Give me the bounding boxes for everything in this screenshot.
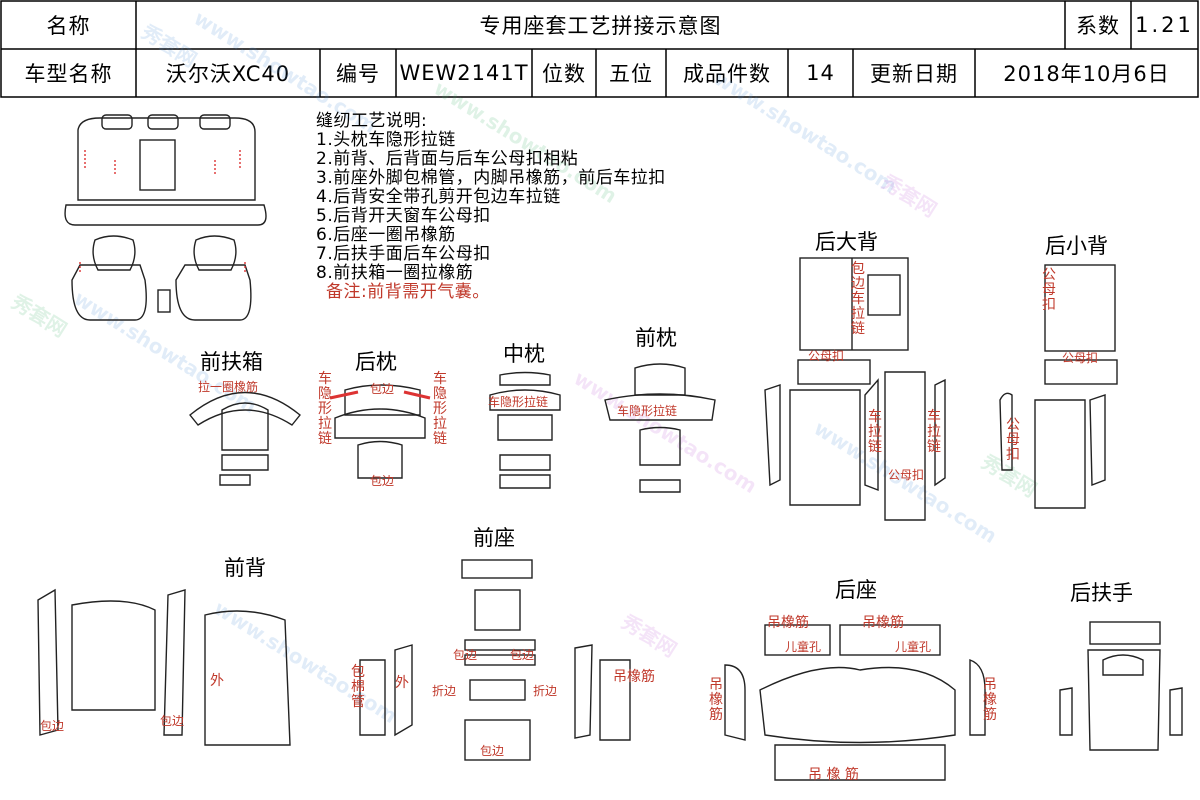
process-notes: 缝纫工艺说明: 1.头枕车隐形拉链 2.前背、后背面与后车公母扣相粘 3.前座外… (316, 112, 666, 302)
note-item: 6.后座一圈吊橡筋 (316, 225, 456, 245)
section-rear-small-back: 后小背 (1045, 234, 1108, 258)
rear-small-back-parts (999, 264, 1118, 509)
label-pull-elastic: 拉一圈橡筋 (198, 380, 259, 394)
label-car-invisible-zipper: 车隐形拉链 (318, 371, 332, 447)
label-male-female: 公母扣 (1062, 351, 1099, 365)
front-headrest-parts (604, 363, 716, 493)
label-child-hole: 儿童孔 (785, 640, 822, 654)
label-hem: 包边 (453, 648, 478, 662)
label-car-zipper: 车拉链 (868, 409, 882, 455)
rear-seat-parts (724, 624, 986, 781)
note-item: 5.后背开天窗车公母扣 (316, 206, 491, 226)
section-front-armbox: 前扶箱 (200, 350, 263, 374)
note-item: 3.前座外脚包棉管，内脚吊橡筋，前后车拉扣 (316, 168, 666, 188)
section-front-back: 前背 (224, 556, 266, 580)
label-hem: 包边 (480, 744, 505, 758)
sheet-title: 专用座套工艺拼接示意图 (479, 14, 722, 38)
label-hang-elastic-vertical: 吊橡筋 (983, 677, 997, 723)
note-item: 4.后背安全带孔剪开包边车拉链 (316, 187, 561, 207)
pieces-label: 成品件数 (683, 62, 771, 86)
label-male-female-vertical: 公母扣 (1042, 267, 1056, 313)
seats-value: 五位 (609, 62, 653, 86)
label-child-hole: 儿童孔 (895, 640, 932, 654)
section-front-headrest: 前枕 (635, 326, 677, 350)
notes-title: 缝纫工艺说明: (316, 111, 428, 131)
seat-overview (64, 114, 267, 321)
label-hang-elastic: 吊橡筋 (767, 615, 809, 631)
update-value: 2018年10月6日 (1003, 62, 1170, 86)
name-label: 名称 (46, 14, 91, 38)
model-value: 沃尔沃XC40 (165, 62, 291, 86)
label-hang-elastic: 吊橡筋 (613, 669, 655, 685)
section-mid-headrest: 中枕 (503, 342, 545, 366)
label-car-invisible-zipper: 车隐形拉链 (617, 404, 678, 418)
label-car-invisible-zipper: 车隐形拉链 (488, 395, 549, 409)
model-label: 车型名称 (24, 62, 113, 86)
notes-remark: 备注:前背需开气囊。 (326, 282, 490, 302)
label-fold-edge: 折边 (432, 684, 457, 698)
label-hem: 包边 (370, 382, 395, 396)
section-rear-seat: 后座 (835, 578, 877, 602)
label-foam-tube: 包棉管 (351, 664, 365, 710)
label-car-zipper: 车拉链 (927, 409, 941, 455)
coef-value: 1.21 (1135, 13, 1194, 37)
label-car-invisible-zipper: 车隐形拉链 (433, 371, 447, 447)
note-item: 1.头枕车隐形拉链 (316, 130, 456, 150)
note-item: 8.前扶箱一圈拉橡筋 (316, 263, 474, 283)
label-hang-elastic: 吊橡筋 (862, 615, 904, 631)
label-hem-car-zipper: 包边 (851, 261, 865, 292)
section-rear-headrest: 后枕 (355, 350, 397, 374)
label-hem: 包边 (160, 714, 185, 728)
note-item: 7.后扶手面后车公母扣 (316, 244, 491, 264)
front-back-parts (37, 588, 291, 746)
seats-label: 位数 (542, 62, 586, 86)
label-fold-edge: 折边 (533, 684, 558, 698)
note-item: 2.前背、后背面与后车公母扣相粘 (316, 149, 579, 169)
label-male-female: 公母扣 (808, 349, 845, 363)
label-car-zipper: 车拉链 (851, 291, 865, 337)
label-hem: 包边 (370, 474, 395, 488)
label-male-female-vertical: 公母扣 (1006, 417, 1020, 463)
rear-headrest-parts (329, 384, 431, 479)
label-male-female: 公母扣 (888, 468, 925, 482)
code-label: 编号 (336, 62, 380, 86)
mid-headrest-parts (489, 371, 561, 489)
label-seat-ring-elastic: 吊 橡 筋 (808, 767, 859, 783)
front-seat-parts (359, 559, 631, 761)
section-rear-big-back: 后大背 (815, 230, 878, 254)
update-label: 更新日期 (870, 62, 958, 86)
label-hem: 包边 (510, 648, 535, 662)
label-outside: 外 (395, 675, 409, 691)
section-rear-armrest: 后扶手 (1070, 581, 1133, 605)
section-front-seat: 前座 (473, 526, 515, 550)
front-armbox-parts (189, 391, 301, 486)
pieces-value: 14 (806, 61, 835, 85)
code-value: WEW2141T (399, 61, 529, 85)
label-outside: 外 (210, 673, 224, 689)
rear-big-back-parts (764, 257, 946, 521)
rear-armrest-parts (1059, 621, 1183, 751)
coef-label: 系数 (1076, 14, 1120, 38)
label-hang-elastic-vertical: 吊橡筋 (709, 677, 723, 723)
label-hem: 包边 (40, 719, 65, 733)
